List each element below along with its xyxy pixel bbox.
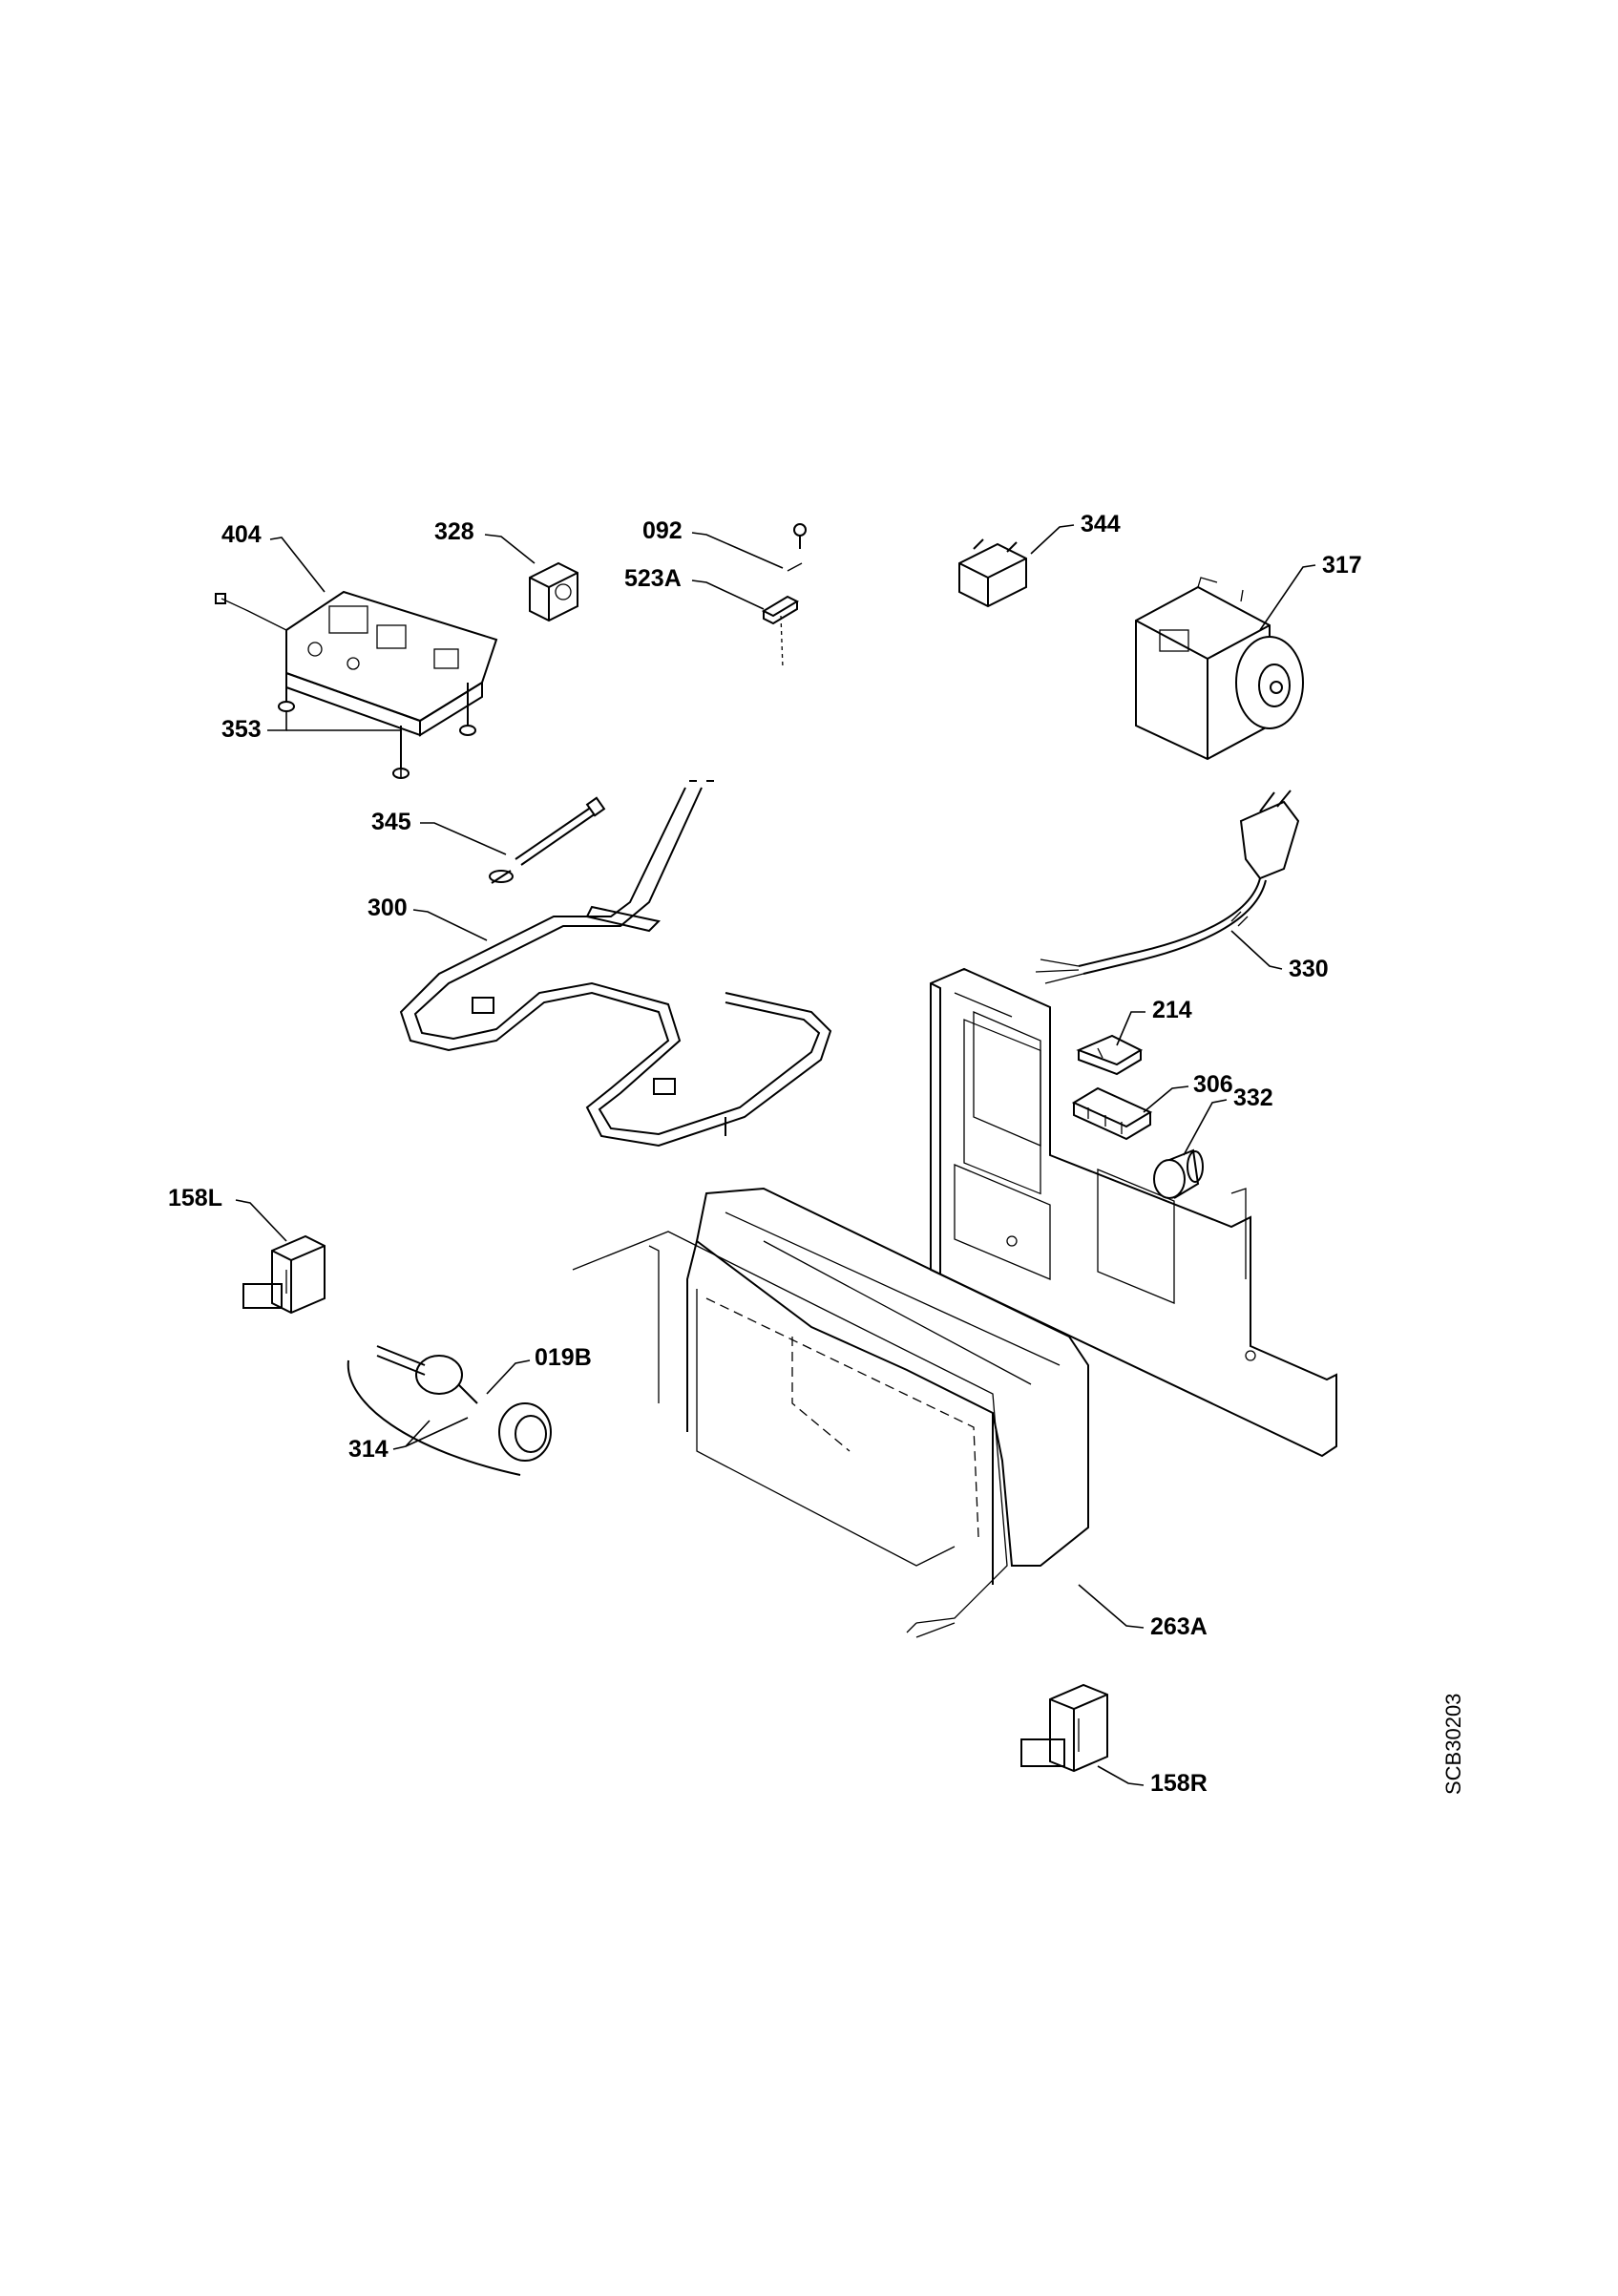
label-158l: 158L (168, 1185, 222, 1211)
part-328-component (529, 561, 578, 622)
part-158r-hinge (1020, 1683, 1108, 1773)
label-330: 330 (1289, 956, 1329, 982)
part-019b-lamp-cover (498, 1402, 552, 1462)
label-300: 300 (368, 895, 408, 921)
label-158r: 158R (1150, 1770, 1208, 1797)
label-353: 353 (221, 716, 262, 743)
part-263a-door-seal (686, 1187, 1089, 1585)
drawing-code: SCB30203 (1441, 1693, 1465, 1795)
part-332-capacitor (1153, 1148, 1204, 1199)
leader-lines (235, 524, 1316, 1786)
label-019b: 019B (535, 1344, 592, 1371)
label-523a: 523A (624, 565, 682, 592)
label-345: 345 (371, 809, 411, 835)
part-092-screw (787, 523, 807, 572)
label-263a: 263A (1150, 1613, 1208, 1640)
part-317-fan-motor (1135, 577, 1304, 761)
label-214: 214 (1152, 997, 1192, 1023)
label-306: 306 (1193, 1071, 1233, 1098)
label-317: 317 (1322, 552, 1362, 579)
part-330-power-cable (1035, 790, 1300, 984)
part-300-heating-element (399, 780, 832, 1148)
label-092: 092 (642, 517, 683, 544)
part-314-lamp-assembly (347, 1345, 521, 1476)
label-332: 332 (1233, 1085, 1273, 1111)
oven-front-frame-outline (572, 1231, 1008, 1638)
part-404-control-board (215, 590, 498, 737)
part-344-component (958, 538, 1027, 608)
part-158l-hinge (242, 1234, 326, 1315)
label-314: 314 (348, 1436, 389, 1463)
part-345-sensor (489, 796, 606, 884)
part-523a-bracket (761, 595, 800, 669)
label-328: 328 (434, 518, 474, 545)
part-306-terminal-block (1071, 1086, 1153, 1141)
label-344: 344 (1081, 511, 1121, 537)
rear-panel-assembly (930, 967, 1337, 1458)
label-404: 404 (221, 521, 262, 548)
part-214-component (1076, 1034, 1144, 1076)
